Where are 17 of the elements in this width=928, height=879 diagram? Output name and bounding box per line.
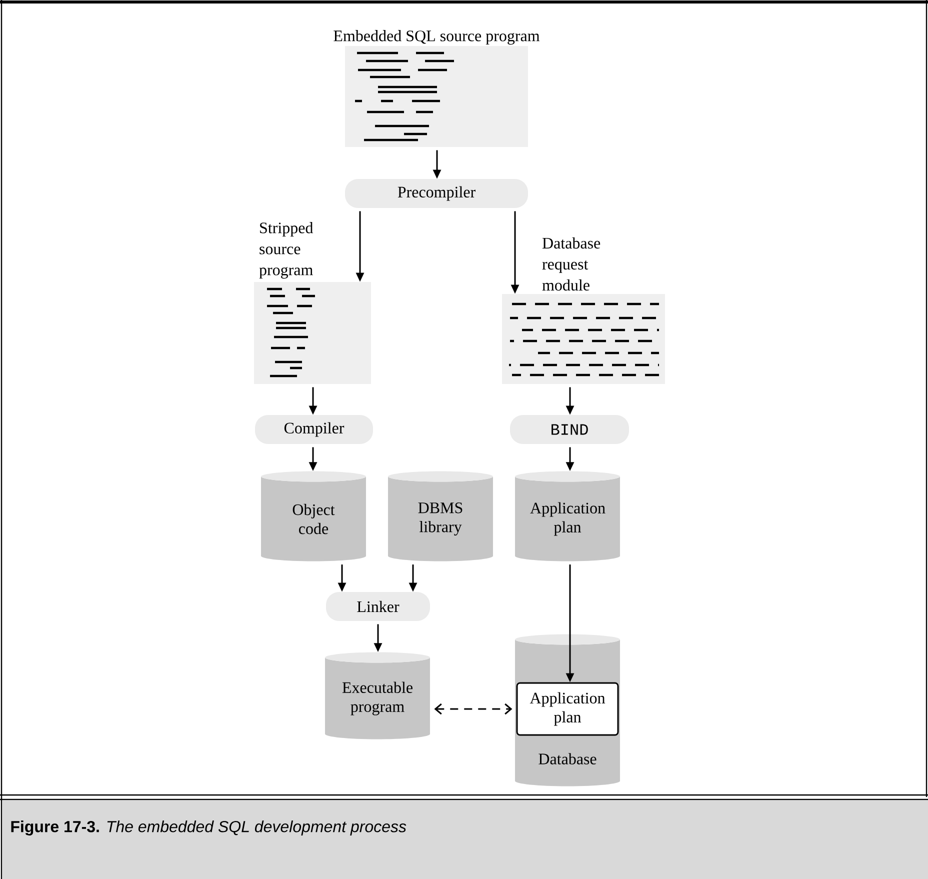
- file-cylinder: DBMS library: [388, 471, 493, 562]
- process-box: Precompiler: [345, 179, 528, 208]
- node-label: Database request module: [542, 237, 600, 291]
- code-listing-box: Embedded SQL source program: [334, 30, 540, 147]
- node-label: Stripped source program: [259, 222, 314, 279]
- code-listing-box: Database request module: [502, 237, 665, 384]
- caption-bar: Figure 17-3. The embedded SQL development process: [2, 800, 928, 879]
- code-listing-box: Stripped source program: [254, 222, 371, 384]
- arrow: [434, 703, 512, 715]
- node-label: Embedded SQL source program: [334, 30, 540, 45]
- process-box: Linker: [326, 592, 430, 621]
- plan-box: Application plan: [516, 682, 619, 736]
- file-cylinder: Executable program: [325, 652, 430, 740]
- process-box: Compiler: [255, 415, 373, 444]
- file-cylinder: Application plan: [515, 471, 620, 562]
- file-cylinder: Object code: [261, 471, 366, 562]
- process-box: BIND: [510, 415, 629, 444]
